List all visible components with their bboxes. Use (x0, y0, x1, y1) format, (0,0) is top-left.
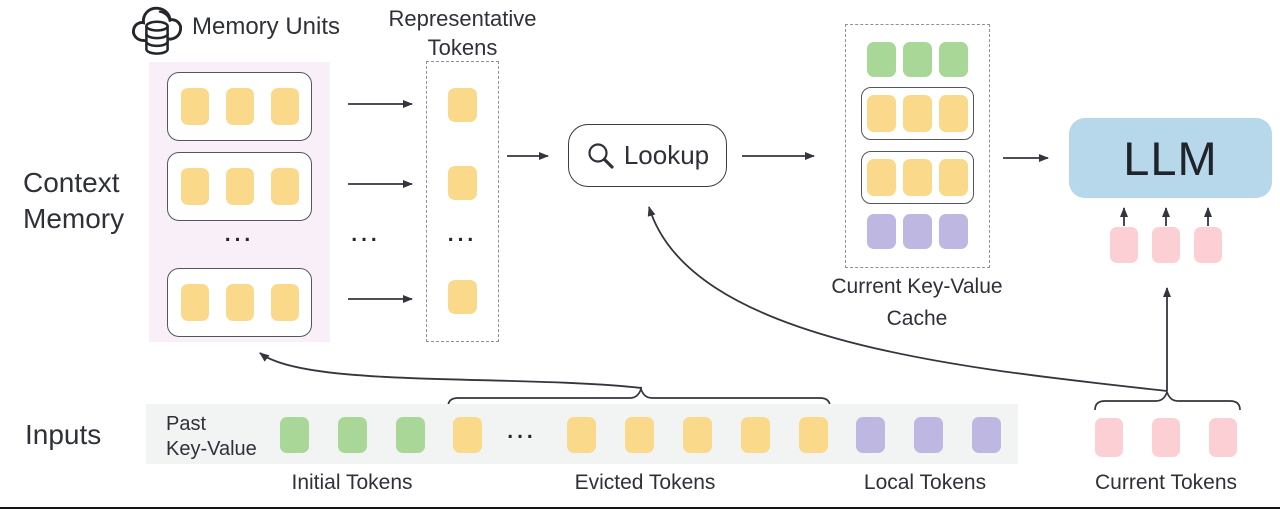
current-kv-cache-label: Current Key-Value Cache (817, 271, 1017, 334)
yellow-token (567, 417, 596, 453)
yellow-token (939, 159, 968, 196)
evicted-tokens-label: Evicted Tokens (574, 471, 716, 494)
representative-token-slot (448, 88, 477, 122)
yellow-token (448, 280, 477, 314)
purple-token (939, 214, 968, 249)
inputs-label: Inputs (25, 419, 102, 450)
yellow-token (867, 95, 896, 132)
representative-tokens-title: Representative Tokens (372, 4, 553, 62)
yellow-token (448, 166, 477, 200)
kv-cache-label-line2: Cache (886, 306, 948, 330)
representative-title-line1: Representative (388, 6, 537, 31)
representative-token-slot (448, 280, 477, 314)
yellow-token (625, 417, 654, 453)
memory-panel-ellipsis: ... (224, 223, 255, 246)
context-memory-label: Context Memory (23, 165, 124, 238)
pink-token (1152, 227, 1180, 263)
evicted-tokens-tail (567, 417, 828, 453)
context-memory-line1: Context (23, 167, 120, 198)
purple-token (914, 417, 943, 453)
yellow-token (903, 159, 932, 196)
yellow-token (225, 168, 254, 205)
yellow-token (741, 417, 770, 453)
past-kv-line1: Past (166, 413, 207, 435)
purple-token (903, 214, 932, 249)
yellow-token (903, 95, 932, 132)
initial-tokens-group (280, 417, 425, 453)
pink-token (1209, 418, 1237, 457)
pink-token (1194, 227, 1222, 263)
local-tokens-group (856, 417, 1001, 453)
context-memory-line2: Memory (23, 203, 125, 235)
memory-unit (167, 152, 312, 221)
memory-unit (167, 268, 312, 337)
yellow-token (270, 88, 299, 125)
green-token (338, 417, 367, 453)
green-token (867, 42, 896, 77)
yellow-token (799, 417, 828, 453)
yellow-token (683, 417, 712, 453)
initial-tokens-label: Initial Tokens (291, 471, 413, 494)
lookup-label: Lookup (623, 140, 710, 170)
evicted-tokens-head (453, 417, 482, 453)
green-token (939, 42, 968, 77)
green-token (280, 417, 309, 453)
kv-memory-unit (861, 151, 974, 204)
yellow-token (225, 88, 254, 125)
cloud-database-icon (132, 6, 183, 55)
current-tokens-group (1095, 418, 1237, 457)
current-kv-cache-box (845, 24, 990, 268)
representative-title-line2: Tokens (427, 35, 498, 61)
pink-token (1095, 418, 1123, 457)
yellow-token (453, 417, 482, 453)
yellow-token (270, 284, 299, 321)
pink-token (1152, 418, 1180, 457)
green-token (903, 42, 932, 77)
green-token (396, 417, 425, 453)
representative-tokens-box (426, 61, 499, 342)
purple-token (867, 214, 896, 249)
kv-cache-label-line1: Current Key-Value (831, 275, 1003, 298)
current-tokens-brace (1094, 389, 1241, 411)
llm-box: LLM (1069, 118, 1272, 198)
purple-token (972, 417, 1001, 453)
yellow-token (225, 284, 254, 321)
past-kv-label: Past Key-Value (166, 412, 257, 462)
representative-ellipsis: ... (447, 223, 478, 246)
yellow-token (180, 284, 209, 321)
pink-token (1110, 227, 1138, 263)
lookup-box: Lookup (568, 124, 727, 187)
purple-token (856, 417, 885, 453)
curve-evicted-to-memory (259, 352, 643, 389)
representative-token-slot (448, 166, 477, 200)
kv-row-initial (846, 42, 989, 77)
context-memory-panel (149, 62, 330, 342)
llm-label: LLM (1123, 131, 1218, 185)
strip-ellipsis: ... (507, 420, 537, 443)
kv-row-local (846, 214, 989, 249)
search-icon (588, 142, 614, 169)
yellow-token (180, 88, 209, 125)
between-ellipsis: ... (351, 223, 381, 246)
local-tokens-label: Local Tokens (863, 471, 987, 494)
memory-units-title: Memory Units (192, 13, 341, 40)
past-kv-line2: Key-Value (166, 437, 257, 460)
arrows (259, 100, 1212, 392)
yellow-token (270, 168, 299, 205)
memory-unit (167, 72, 312, 141)
llm-input-tokens (1110, 227, 1222, 263)
yellow-token (180, 168, 209, 205)
kv-memory-unit (861, 87, 974, 140)
current-tokens-label: Current Tokens (1094, 471, 1238, 494)
yellow-token (939, 95, 968, 132)
yellow-token (448, 88, 477, 122)
bottom-border-line (0, 507, 1280, 509)
yellow-token (867, 159, 896, 196)
